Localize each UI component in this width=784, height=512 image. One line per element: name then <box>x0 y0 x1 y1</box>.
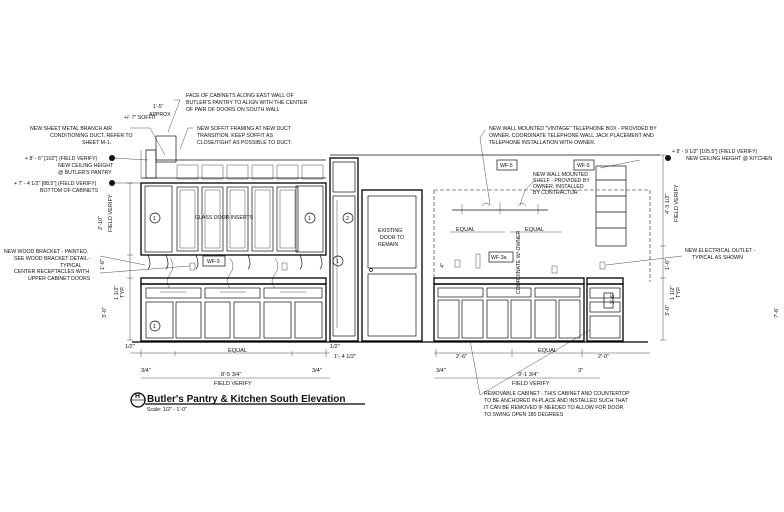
svg-text:APPROX: APPROX <box>149 112 171 118</box>
svg-text:TYPICAL AS SHOWN: TYPICAL AS SHOWN <box>692 255 743 261</box>
svg-text:BUTLER'S PANTRY TO ALIGN WITH: BUTLER'S PANTRY TO ALIGN WITH THE CENTER <box>186 100 307 106</box>
svg-text:1: 1 <box>336 259 339 265</box>
svg-text:1: 1 <box>308 216 311 222</box>
svg-text:9'-1 3/4": 9'-1 3/4" <box>518 372 538 378</box>
svg-text:?'-6': ?'-6' <box>774 308 780 318</box>
svg-text:3'-0": 3'-0" <box>102 307 108 318</box>
callout-electrical-outlet: NEW ELECTRICAL OUTLET - <box>685 248 756 254</box>
svg-text:WF-3: WF-3 <box>207 259 220 265</box>
finish-tags: WF-3 WF-5 WF-5 WF-3a <box>202 159 595 267</box>
svg-text:IT CAN BE REMOVED IF NEEDED TO: IT CAN BE REMOVED IF NEEDED TO ALLOW FOR… <box>484 405 623 411</box>
svg-text:TYP.: TYP. <box>120 286 126 298</box>
svg-text:CLOSE/TIGHT AS POSSIBLE TO DUC: CLOSE/TIGHT AS POSSIBLE TO DUCT. <box>197 140 292 146</box>
callout-glass-inserts: GLASS DOOR INSERTS <box>195 215 254 221</box>
svg-text:TRANSITION. KEEP SOFFIT AS: TRANSITION. KEEP SOFFIT AS <box>197 133 273 139</box>
svg-text:1/2": 1/2" <box>125 344 135 350</box>
callout-ceiling-left: + 8' - 6" [102"] (FIELD VERIFY) <box>25 156 98 162</box>
title-symbol: H <box>135 393 140 400</box>
svg-text:3'-0": 3'-0" <box>665 305 671 316</box>
svg-text:2'-6": 2'-6" <box>456 354 467 360</box>
svg-text:OWNER. INSTALLED: OWNER. INSTALLED <box>533 184 584 190</box>
svg-text:TYPICAL: TYPICAL <box>60 263 82 269</box>
svg-text:3/4": 3/4" <box>312 368 322 374</box>
callout-receptacles: CENTER RECEPTACLES WITH <box>14 269 89 275</box>
svg-text:OWNER. COORDINATE TELEPHONE WA: OWNER. COORDINATE TELEPHONE WALL JACK PL… <box>489 133 654 139</box>
svg-text:TO BE ANCHORED IN-PLACE AND IN: TO BE ANCHORED IN-PLACE AND INSTALLED SU… <box>484 398 629 404</box>
svg-text:EQUAL: EQUAL <box>538 348 557 354</box>
svg-text:1'-6": 1'-6" <box>665 259 671 270</box>
svg-text:SHELF - PROVIDED BY: SHELF - PROVIDED BY <box>533 178 590 184</box>
svg-text:1'-5": 1'-5" <box>153 104 163 110</box>
kitchen-cabinet-run <box>330 154 660 342</box>
svg-text:WF-5: WF-5 <box>500 163 513 169</box>
svg-text:@ BUTLER'S PANTRY: @ BUTLER'S PANTRY <box>58 170 112 176</box>
svg-text:COORDINATE W/ OWNER: COORDINATE W/ OWNER <box>516 230 522 294</box>
svg-text:FIELD VERIFY: FIELD VERIFY <box>108 194 114 232</box>
svg-text:TYP.: TYP. <box>676 286 682 298</box>
svg-text:1'-6": 1'-6" <box>100 259 106 270</box>
svg-text:FIELD VERIFY: FIELD VERIFY <box>512 381 550 387</box>
svg-text:4": 4" <box>440 263 446 268</box>
svg-text:3": 3" <box>578 368 583 374</box>
callout-wood-bracket: NEW WOOD BRACKET - PAINTED. <box>4 249 88 255</box>
svg-text:SEE WOOD BRACKET DETAIL -: SEE WOOD BRACKET DETAIL - <box>14 256 91 262</box>
svg-text:BY CONTRACTOR: BY CONTRACTOR <box>533 190 578 196</box>
svg-text:FIELD VERIFY: FIELD VERIFY <box>214 381 252 387</box>
svg-text:3/4": 3/4" <box>436 368 446 374</box>
dimension-text: 2'-10" FIELD VERIFY 1'-6" 1 1/2" TYP. 3'… <box>98 184 780 387</box>
svg-text:EQUAL: EQUAL <box>228 348 247 354</box>
svg-text:1 1/2": 1 1/2" <box>114 286 120 300</box>
svg-text:SHEET M-1.: SHEET M-1. <box>82 140 111 146</box>
svg-text:CONDITIONING DUCT. REFER TO: CONDITIONING DUCT. REFER TO <box>50 133 133 139</box>
callout-sheet-metal-duct: NEW SHEET METAL BRANCH AIR <box>30 126 112 132</box>
svg-text:FIELD VERIFY: FIELD VERIFY <box>674 184 680 222</box>
door-label: EXISTING <box>378 228 402 234</box>
callout-telephone-box: NEW WALL MOUNTED "VINTAGE" TELEPHONE BOX… <box>489 126 657 132</box>
svg-text:WF-5: WF-5 <box>577 163 590 169</box>
svg-text:1 1/2": 1 1/2" <box>670 286 676 300</box>
svg-text:EQUAL: EQUAL <box>456 227 475 233</box>
callout-wall-shelf: NEW WALL MOUNTED <box>533 172 588 178</box>
section-markers: 1 1 1 1 2 <box>109 155 671 332</box>
svg-text:1'- 4 1/2": 1'- 4 1/2" <box>334 354 356 360</box>
title-text: Butler's Pantry & Kitchen South Elevatio… <box>147 394 346 405</box>
svg-text:DOOR TO: DOOR TO <box>380 235 404 241</box>
callout-ceiling-right: + 8' - 9 1/2" [105.5"] (FIELD VERIFY) <box>672 149 758 155</box>
svg-text:2'-0": 2'-0" <box>598 354 609 360</box>
svg-text:OF PAIR OF DOORS ON SOUTH WALL: OF PAIR OF DOORS ON SOUTH WALL <box>186 107 280 113</box>
callout-removable-cabinet: REMOVABLE CABINET - THIS CABINET AND COU… <box>484 391 630 397</box>
svg-text:2: 2 <box>346 216 349 222</box>
svg-text:1/2": 1/2" <box>330 344 340 350</box>
svg-text:BOTTOM OF CABINETS: BOTTOM OF CABINETS <box>40 188 99 194</box>
svg-text:+/- 7" SOFFIT: +/- 7" SOFFIT <box>124 115 157 121</box>
svg-text:WF-3a: WF-3a <box>491 255 507 261</box>
drawing-title: H Butler's Pantry & Kitchen South Elevat… <box>130 392 365 413</box>
svg-text:1: 1 <box>153 324 156 330</box>
svg-text:8'-5 3/4": 8'-5 3/4" <box>221 372 241 378</box>
svg-text:4'-3 1/2": 4'-3 1/2" <box>665 194 671 214</box>
svg-text:NEW CEILING HEIGHT @ KITCHEN: NEW CEILING HEIGHT @ KITCHEN <box>686 156 772 162</box>
callout-face-of-cabinets: FACE OF CABINETS ALONG EAST WALL OF <box>186 93 294 99</box>
svg-text:NEW CEILING HEIGHT: NEW CEILING HEIGHT <box>58 163 114 169</box>
existing-door <box>361 189 423 342</box>
svg-text:3'-6": 3'-6" <box>610 293 616 304</box>
svg-text:3/4": 3/4" <box>141 368 151 374</box>
svg-text:UPPER CABINET DOORS: UPPER CABINET DOORS <box>28 276 91 282</box>
svg-text:TO SWING OPEN 180 DEGREES: TO SWING OPEN 180 DEGREES <box>484 412 564 418</box>
svg-text:TELEPHONE INSTALLATION WITH OW: TELEPHONE INSTALLATION WITH OWNER. <box>489 140 595 146</box>
annotation-text: FACE OF CABINETS ALONG EAST WALL OF BUTL… <box>4 93 772 418</box>
title-scale: Scale: 1/2" - 1'-0" <box>147 407 187 413</box>
svg-text:EQUAL: EQUAL <box>525 227 544 233</box>
svg-text:2'-10": 2'-10" <box>98 216 104 230</box>
callout-soffit-framing: NEW SOFFIT FRAMING AT NEW DUCT <box>197 126 292 132</box>
dimension-lines <box>127 154 666 379</box>
callout-bottom-cabinets: + 7' - 4 1/2" [88.5"] (FIELD VERIFY) <box>14 181 97 187</box>
svg-text:REMAIN: REMAIN <box>378 242 398 248</box>
butlers-pantry-cabinet-run <box>140 135 359 342</box>
leader-lines <box>99 99 683 396</box>
svg-text:1: 1 <box>153 216 156 222</box>
